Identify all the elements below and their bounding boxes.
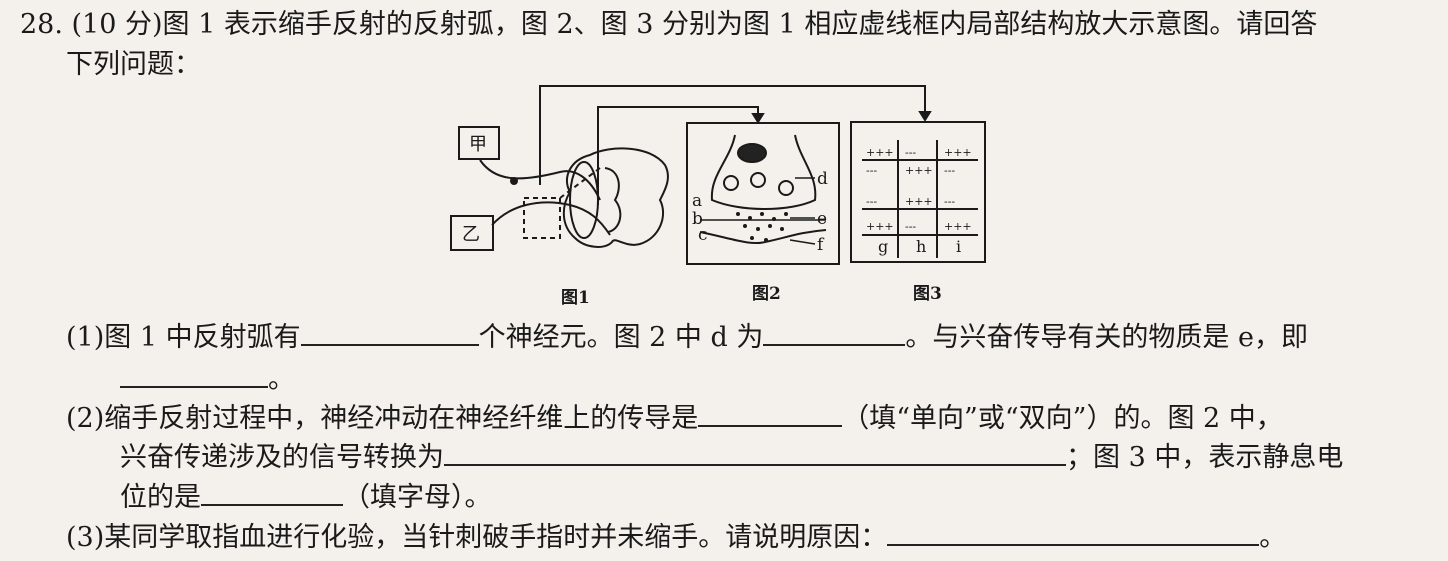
fig1-label-yi: 乙 [462,224,480,245]
fig2-label-d: d [817,169,828,189]
question-header: 28. (10 分)图 1 表示缩手反射的反射弧，图 2、图 3 分别为图 1 … [20,8,1317,42]
figures-diagram: a b c d e f 甲 乙 +++ --- +++ --- +++ --- … [450,85,986,265]
afferent-nerve [479,159,601,201]
fig3-b1-i: --- [944,195,955,208]
fig1-label-jia: 甲 [469,134,487,155]
fig3-top-i: +++ [944,146,972,159]
presynaptic-terminal [710,134,817,210]
q1-text-b: 个神经元。图 2 中 d 为 [478,322,764,353]
fig2-label-f: f [817,235,825,255]
fig1-dashed-box [523,197,561,239]
connector-to-fig3 [539,85,926,185]
question-header-cont: 下列问题： [66,48,201,82]
q1-blank-2[interactable] [763,318,906,346]
q2-text-b: （填“单向”或“双向”）的。图 2 中， [842,403,1283,434]
q3-line1: (3)某同学取指血进行化验，当针刺破手指时并未缩手。请说明原因： 。 [66,518,1286,555]
q1-text-d: 。 [268,364,295,395]
q2-blank-2[interactable] [444,438,1066,466]
spinal-cord-outline [562,147,669,248]
q2-line1: (2)缩手反射过程中，神经冲动在神经纤维上的传导是 （填“单向”或“双向”）的。图… [66,399,1283,436]
q1-blank-1[interactable] [300,318,479,346]
q2-line2: 兴奋传递涉及的信号转换为 ；图 3 中，表示静息电 [120,438,1343,475]
q3-blank-1[interactable] [887,518,1260,546]
q3-text-a: (3)某同学取指血进行化验，当针刺破手指时并未缩手。请说明原因： [66,522,888,553]
q2-line3: 位的是 （填字母）。 [120,478,492,515]
fig3-b2-g: +++ [866,220,894,233]
q2-text-f: （填字母）。 [343,482,492,513]
fig3-b1-g: --- [866,195,877,208]
fig3-caption: 图3 [913,284,942,304]
q3-text-b: 。 [1259,522,1287,553]
q2-text-d: ；图 3 中，表示静息电 [1066,442,1344,473]
box-jia [458,126,500,160]
fig3-label-h: h [916,237,926,256]
q1-text-c: 。与兴奋传导有关的物质是 e，即 [905,322,1308,353]
fig2-label-b: b [692,209,703,229]
q2-blank-1[interactable] [698,399,843,427]
dorsal-root-ganglion [569,161,599,239]
fig3-top-h: --- [905,146,916,159]
fig3-frame [850,121,986,263]
q2-text-a: (2)缩手反射过程中，神经冲动在神经纤维上的传导是 [66,403,699,434]
fig2-label-a: a [692,191,702,211]
fig3-mid-h: +++ [905,164,933,177]
fig1-caption: 图1 [561,288,590,308]
fig3-b1-h: +++ [905,195,933,208]
postsynaptic-membrane [699,229,827,245]
fig3-label-g: g [878,237,888,256]
q2-blank-3[interactable] [201,478,343,506]
question-header-text: 28. (10 分)图 1 表示缩手反射的反射弧，图 2、图 3 分别为图 1 … [20,9,1318,40]
q2-text-e: 位的是 [120,482,201,513]
mitochondrion [737,143,767,163]
fig3-top-g: +++ [866,146,894,159]
fig3-mid-i: --- [944,164,955,177]
fig3-mid-g: --- [866,164,877,177]
box-yi [450,215,494,251]
q1-blank-3[interactable] [120,360,268,388]
q1-text-a: (1)图 1 中反射弧有 [66,322,301,353]
fig2-label-e: e [817,209,827,229]
fig3-label-i: i [956,237,961,256]
fig2-caption: 图2 [752,284,781,304]
fig3-b2-h: --- [905,220,916,233]
fig2-frame [686,122,840,265]
q1-line1: (1)图 1 中反射弧有 个神经元。图 2 中 d 为 。与兴奋传导有关的物质是 e… [66,318,1308,355]
fig2-label-c: c [698,225,708,245]
question-header-cont-text: 下列问题： [66,49,201,80]
gray-matter [604,167,622,233]
fig3-b2-i: +++ [944,220,972,233]
q1-line2: 。 [120,360,295,397]
q2-text-c: 兴奋传递涉及的信号转换为 [120,442,444,473]
